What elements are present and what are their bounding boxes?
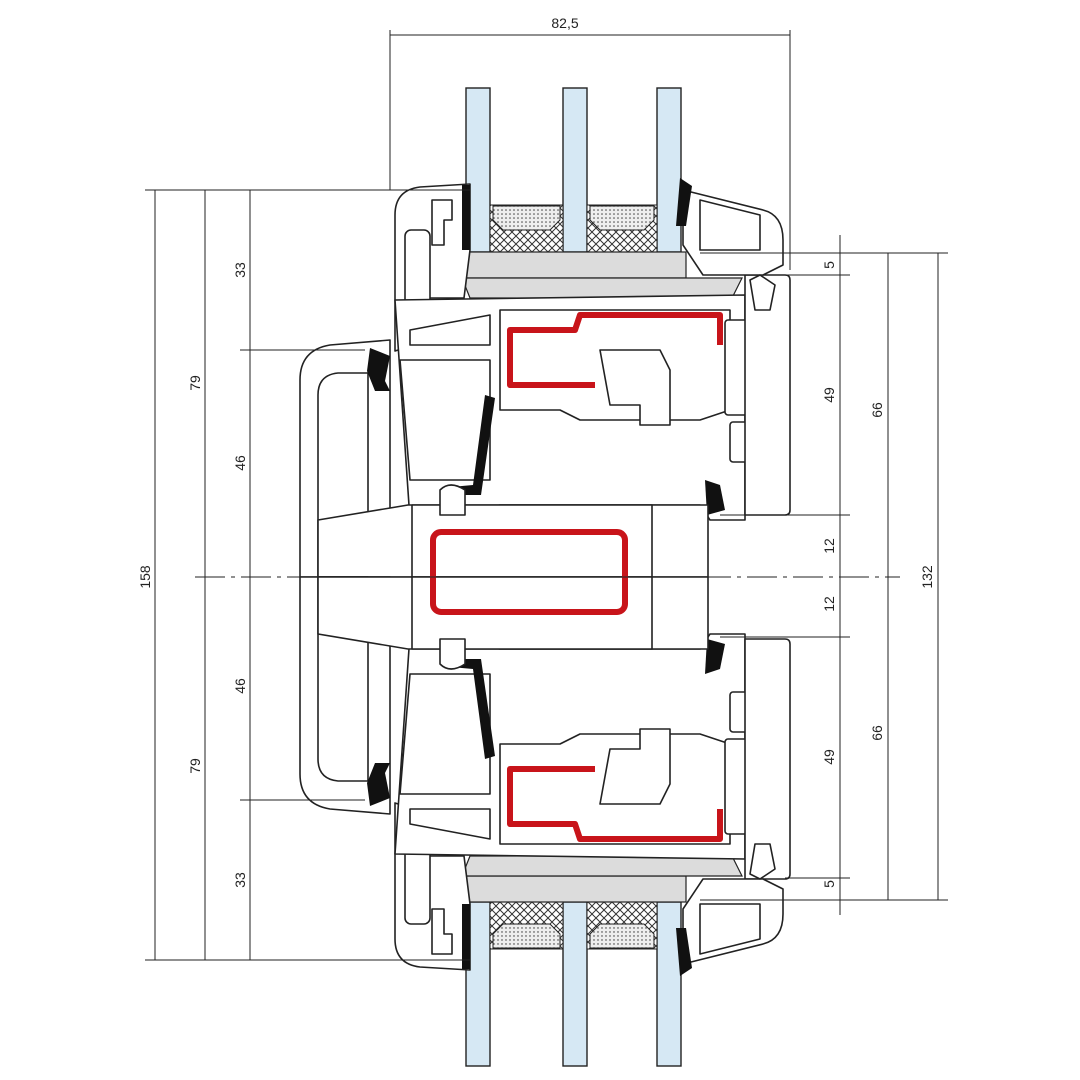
dim-top-gap: 5 xyxy=(821,261,837,269)
dim-lower-center: 12 xyxy=(821,596,837,612)
dim-lower-half: 66 xyxy=(869,725,885,741)
dim-lower-outer: 33 xyxy=(232,872,248,888)
dim-upper-half: 66 xyxy=(869,402,885,418)
dim-upper-inner: 46 xyxy=(232,455,248,471)
center-reinforcement xyxy=(430,529,628,615)
dim-total-right: 132 xyxy=(919,565,935,589)
dim-lower-left: 79 xyxy=(187,758,203,774)
dim-upper-center: 12 xyxy=(821,538,837,554)
dim-width: 82,5 xyxy=(551,15,578,31)
dim-total-left: 158 xyxy=(137,565,153,589)
dim-upper-outer: 33 xyxy=(232,262,248,278)
dim-upper-sash: 49 xyxy=(821,387,837,403)
dim-lower-inner: 46 xyxy=(232,678,248,694)
dim-upper-left: 79 xyxy=(187,375,203,391)
dim-lower-sash: 49 xyxy=(821,749,837,765)
dim-bottom-gap: 5 xyxy=(821,880,837,888)
dimension-lines xyxy=(145,30,948,961)
